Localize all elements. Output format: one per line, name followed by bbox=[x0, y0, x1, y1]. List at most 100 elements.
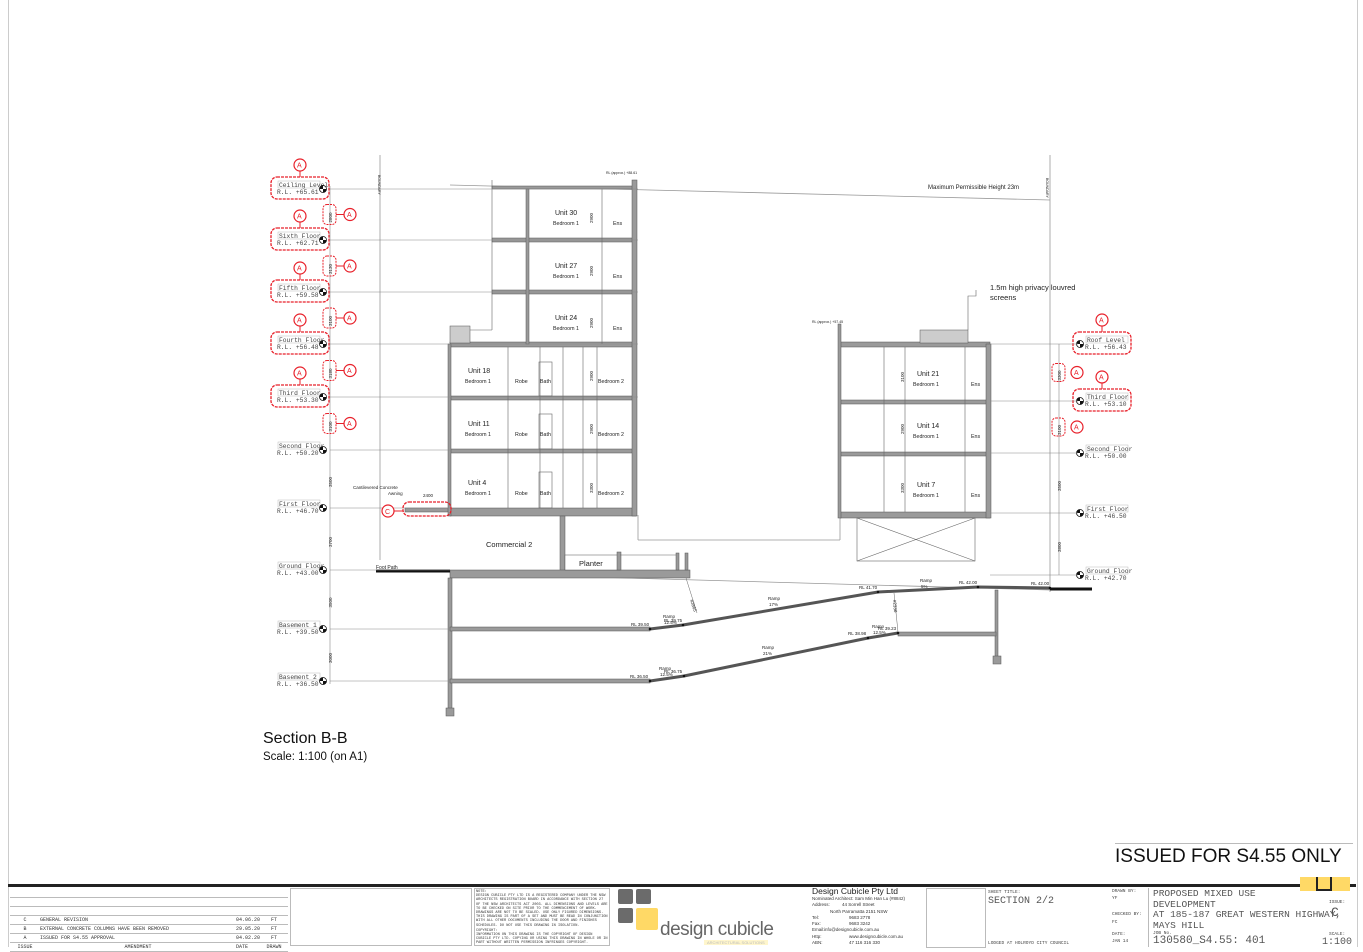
level-point bbox=[976, 585, 980, 589]
company-details: Design Cubicle Pty Ltd Nominated Archite… bbox=[812, 886, 906, 946]
dimension-label: 3500 bbox=[328, 597, 333, 608]
ramp-rl: RL 39.50 bbox=[631, 622, 650, 627]
level-point bbox=[682, 674, 686, 678]
level-point bbox=[866, 636, 870, 640]
dimension-label: 2900 bbox=[589, 423, 594, 434]
ramp-grade: 12.5% bbox=[664, 620, 677, 625]
awning-label: Awning bbox=[388, 491, 403, 496]
awning-dim: 2400 bbox=[423, 493, 434, 498]
slab-first bbox=[449, 507, 637, 517]
level-name: Ceiling Level bbox=[279, 182, 328, 189]
job-label: JOB No. bbox=[1153, 931, 1172, 936]
hatched-balustrade bbox=[449, 325, 471, 344]
sheet-title: SECTION 2/2 bbox=[988, 896, 1055, 907]
level-rl: R.L. +43.00 bbox=[277, 570, 319, 577]
revision-marker-label: A bbox=[297, 371, 302, 378]
dimension-label: 3300 bbox=[589, 482, 594, 493]
basement1-slab bbox=[449, 626, 651, 632]
room-label: Bedroom 1 bbox=[553, 274, 579, 280]
revision-marker bbox=[343, 207, 357, 222]
level-name: Second Floor bbox=[1087, 446, 1133, 453]
revision-marker-label: A bbox=[347, 368, 352, 375]
dimension-label: 2900 bbox=[589, 317, 594, 328]
dimension-label: 3130 bbox=[328, 263, 333, 274]
scale-label: SCALE: bbox=[1329, 932, 1346, 937]
boundary-label: BOUNDARY bbox=[1045, 178, 1049, 198]
company-logo: design cubicle ARCHITECTURAL SOLUTIONS bbox=[618, 889, 798, 947]
level-name: Second Floor bbox=[279, 443, 325, 450]
job-number: 130580_S4.55: 401 bbox=[1153, 935, 1266, 947]
unit-name: Unit 21 bbox=[917, 371, 939, 378]
level-point bbox=[1048, 586, 1052, 590]
roof-slab bbox=[491, 185, 637, 190]
ens-label: Ens bbox=[613, 221, 622, 227]
level-name: Basement 1 bbox=[279, 622, 317, 629]
dimension-label: 3500 bbox=[1057, 480, 1062, 491]
dimension-label: 2900 bbox=[900, 423, 905, 434]
checked-by-label: CHECKED BY: bbox=[1112, 912, 1142, 917]
level-rl: R.L. +39.50 bbox=[277, 629, 319, 636]
ramp-rl: RL 39.23 bbox=[878, 626, 897, 631]
revision-marker bbox=[293, 366, 307, 380]
rl-max-left: RL (approx.) +88.61 bbox=[606, 171, 637, 175]
level-rl: R.L. +50.20 bbox=[277, 450, 319, 457]
level-rl: R.L. +65.61 bbox=[277, 189, 319, 196]
revision-marker bbox=[1070, 420, 1084, 434]
bath-label: Bath bbox=[540, 432, 551, 438]
ramp-rl: RL 42.00 bbox=[959, 580, 978, 585]
lower-ramp bbox=[649, 631, 899, 683]
clearance-line bbox=[685, 577, 698, 614]
unit-name: Unit 18 bbox=[468, 368, 490, 375]
room-label: Bedroom 1 bbox=[553, 326, 579, 332]
drawn-by: YF bbox=[1112, 896, 1118, 901]
ramp-grade: 12.5% bbox=[660, 672, 673, 677]
commercial-label: Commercial 2 bbox=[486, 540, 532, 549]
revision-marker bbox=[343, 311, 357, 325]
ground-slab bbox=[449, 569, 691, 579]
unit-name: Unit 24 bbox=[555, 315, 577, 322]
room-label: Bedroom 1 bbox=[465, 491, 491, 497]
dimension-label: 3100 bbox=[1057, 424, 1062, 435]
revision-marker-label: A bbox=[347, 264, 352, 271]
robe-label: Robe bbox=[515, 432, 528, 438]
dimension-label: 3300 bbox=[1057, 370, 1062, 381]
ramp-rl: RL 36.50 bbox=[630, 674, 649, 679]
ramp-grade: 5% bbox=[921, 584, 928, 589]
slab-fourth bbox=[449, 341, 637, 348]
room-label: Bedroom 1 bbox=[913, 493, 939, 499]
ramp-grade: 21% bbox=[763, 651, 772, 656]
dimension-label: 2900 bbox=[589, 265, 594, 276]
level-point bbox=[648, 679, 652, 683]
revision-marker bbox=[343, 363, 357, 378]
date: JAN 14 bbox=[1112, 939, 1129, 944]
unit-name: Unit 4 bbox=[468, 480, 486, 487]
revision-marker-label: A bbox=[297, 214, 302, 221]
unit-name: Unit 30 bbox=[555, 210, 577, 217]
revision-marker-c-label: C bbox=[385, 509, 390, 516]
drawing-annotations: 1.5m high privacy louvred screens Cantil… bbox=[353, 283, 1075, 571]
rl-max-right: RL (approx.) +57.45 bbox=[812, 320, 843, 324]
ens-label: Ens bbox=[613, 274, 622, 280]
revision-marker bbox=[293, 313, 307, 327]
clearance-label: #2865 bbox=[689, 599, 698, 613]
dimension-label: 3500 bbox=[328, 476, 333, 487]
level-point bbox=[648, 627, 652, 631]
notes-box: NOTE: DESIGN CUBICLE PTY LTD IS A REGIST… bbox=[474, 888, 610, 946]
level-name: Roof Level bbox=[1087, 337, 1125, 344]
ens-label: Ens bbox=[971, 493, 980, 499]
revision-marker-label: A bbox=[1074, 370, 1079, 377]
reference-lines bbox=[379, 155, 1051, 592]
room-label: Bedroom 1 bbox=[465, 432, 491, 438]
max-height-label: Maximum Permissible Height 23m bbox=[928, 185, 1019, 191]
dimension-label: 2800 bbox=[328, 212, 333, 223]
ramp-label: Ramp bbox=[872, 624, 885, 629]
level-point bbox=[896, 631, 900, 635]
room-label: Bedroom 1 bbox=[465, 379, 491, 385]
dimension-label: 3100 bbox=[328, 315, 333, 326]
clearance-label: #2330 bbox=[892, 600, 898, 613]
dimension-label: 2900 bbox=[589, 370, 594, 381]
